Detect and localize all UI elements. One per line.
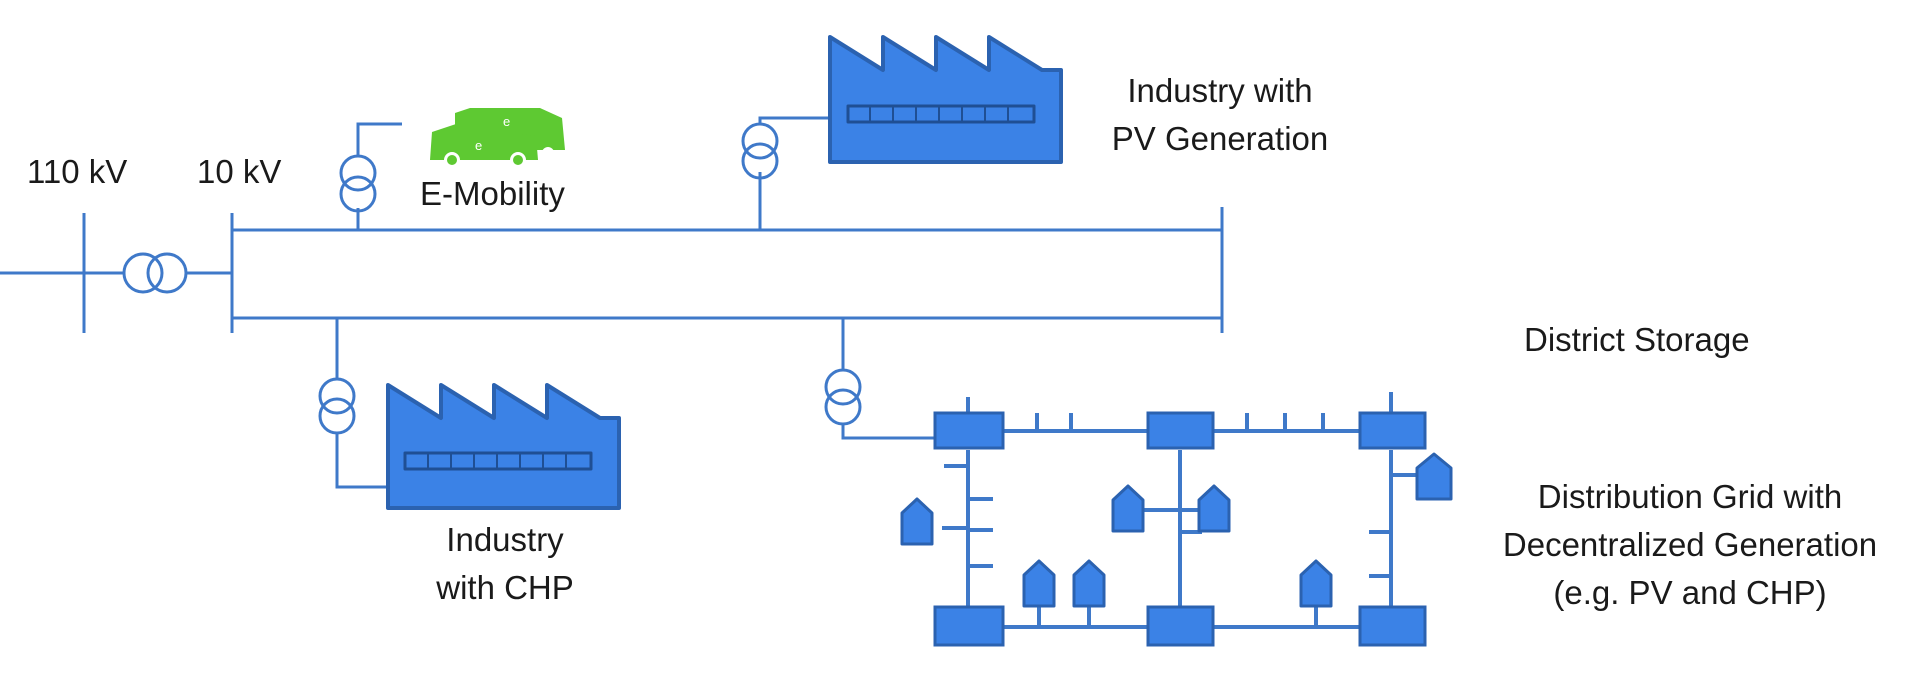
industry-pv-label: Industry with PV Generation [1090,67,1350,163]
transformer-icon [824,318,935,440]
voltage-label-110kv: 110 kV [27,153,128,190]
mv-feeder [232,207,1224,333]
electric-vehicle-icon: e e [430,108,565,168]
house-icon [1299,559,1333,608]
district-storage-label: District Storage [1524,321,1750,358]
voltage-label-10kv: 10 kV [197,153,282,190]
house-icon [1072,559,1106,608]
distribution-grid-label: Distribution Grid with Decentralized Gen… [1470,473,1910,617]
substation-icon [1146,605,1215,647]
transformer-icon [741,116,830,230]
svg-text:e: e [475,138,482,153]
substation-icon [1358,605,1427,647]
industry-chp-label-line2: with CHP [436,569,574,606]
substation-icon [933,411,1005,450]
distribution-grid-label-line3: (e.g. PV and CHP) [1553,574,1827,611]
house-icon [1197,484,1231,533]
house-icon [900,497,934,546]
svg-text:e: e [503,114,510,129]
industry-chp-label-line1: Industry [446,521,564,558]
substation-icon [1146,411,1215,450]
substation-icon [1358,411,1427,450]
substation-icon [933,605,1005,647]
transformer-icon [122,252,232,294]
transformer-icon [318,318,388,489]
distribution-grid [900,392,1453,647]
industry-pv-label-line2: PV Generation [1111,120,1329,157]
factory-icon [828,35,1063,164]
house-icon [1415,452,1453,501]
distribution-grid-label-line2: Decentralized Generation [1502,526,1878,563]
industry-chp-label: Industry with CHP [410,516,600,612]
transformer-icon [339,122,402,230]
house-icon [1111,484,1145,533]
house-icon [1022,559,1056,608]
distribution-grid-label-line1: Distribution Grid with [1537,478,1843,515]
industry-pv-label-line1: Industry with [1127,72,1313,109]
emobility-label: E-Mobility [420,175,565,212]
hv-connection [0,213,125,333]
factory-icon [386,383,621,510]
